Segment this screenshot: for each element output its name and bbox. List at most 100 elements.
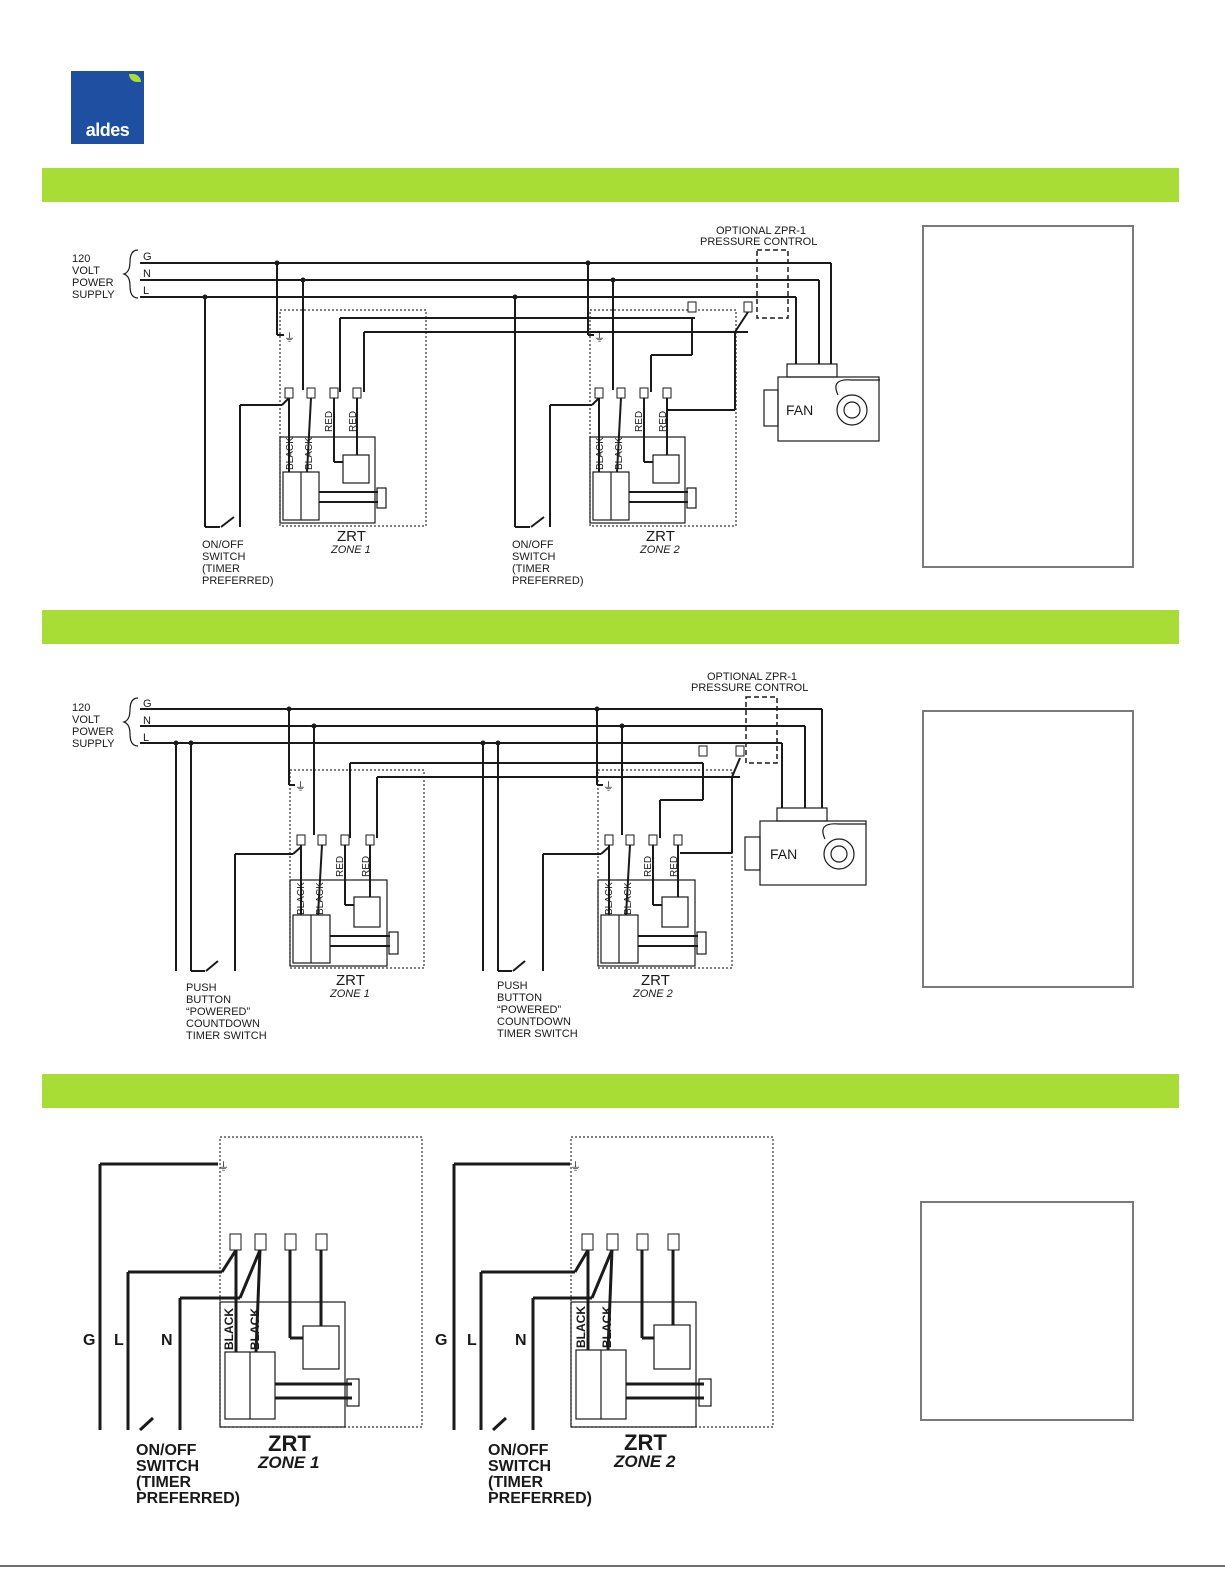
- supply-label-line: 120: [72, 253, 90, 265]
- line-label-n: N: [143, 715, 151, 727]
- wire-label: BLACK: [248, 1308, 262, 1350]
- switch-label: PREFERRED): [202, 575, 274, 587]
- section-band-1: [42, 168, 1179, 202]
- switch-label: TIMER SWITCH: [497, 1028, 578, 1040]
- switch-label: (TIMER: [136, 1474, 192, 1491]
- fan-label: FAN: [770, 846, 797, 862]
- supply-brace: [122, 697, 139, 747]
- junction-box-outline: [279, 309, 427, 527]
- wiring-diagram-1: 120 VOLT POWER SUPPLY G N L OPTIONAL ZPR…: [72, 225, 880, 587]
- line-label-l: L: [114, 1332, 124, 1349]
- ground-icon: ⏚: [218, 1160, 229, 1173]
- line-label-n: N: [161, 1332, 173, 1349]
- control-housing: [570, 1301, 697, 1428]
- control-housing: [219, 1301, 346, 1428]
- ground-icon: ⏚: [284, 331, 295, 344]
- wiring-diagram-3: ⏚ BLACK BLACK G L N ZRT ZONE 1 ON/OF: [83, 1136, 774, 1507]
- ground-icon: ⏚: [570, 1160, 581, 1173]
- leaf-icon: [129, 74, 141, 82]
- switch-label: PREFERRED): [136, 1490, 240, 1507]
- switch-label: COUNTDOWN: [497, 1016, 571, 1028]
- zone-1-unit: ⏚ BLACK BLACK RED RED: [175, 709, 740, 1042]
- ground-icon: ⏚: [295, 780, 306, 793]
- switch-lever: [220, 516, 235, 528]
- switch-lever: [138, 1416, 155, 1432]
- line-label-l: L: [143, 285, 149, 297]
- line-label-g: G: [143, 251, 152, 263]
- zone-2-unit: ⏚ BLACK BLA: [482, 709, 745, 1040]
- zone-label: ZONE 2: [613, 1452, 676, 1471]
- control-housing: [289, 879, 388, 967]
- optional-control-label: PRESSURE CONTROL: [700, 236, 817, 248]
- wire-label: RED: [361, 856, 372, 877]
- zone-2-unit: ⏚ BLACK BLACK: [512, 263, 753, 587]
- ground-icon: ⏚: [594, 331, 605, 344]
- wire-label: BLACK: [296, 882, 307, 915]
- line-label-l: L: [467, 1332, 477, 1349]
- switch-label: PREFERRED): [488, 1490, 592, 1507]
- ground-icon: ⏚: [603, 780, 614, 793]
- aldes-logo: aldes: [71, 71, 144, 144]
- zpr-control-box: [756, 249, 789, 319]
- control-housing: [589, 436, 686, 524]
- line-label-g: G: [143, 698, 152, 710]
- optional-control-label: OPTIONAL ZPR-1: [716, 225, 806, 237]
- zone-label: ZONE 2: [639, 544, 680, 556]
- switch-label: (TIMER: [488, 1474, 544, 1491]
- supply-label-line: 120: [72, 702, 90, 714]
- supply-label-line: SUPPLY: [72, 289, 115, 301]
- switch-label: SWITCH: [136, 1458, 199, 1475]
- zone-title: ZRT: [336, 972, 365, 989]
- wire-label: BLACK: [315, 882, 326, 915]
- optional-control-label: OPTIONAL ZPR-1: [707, 671, 797, 683]
- wire-label: RED: [669, 856, 680, 877]
- zone-2-unit: ⏚ BLACK BLACK G L N ZRT ZONE 2 ON/OF: [435, 1136, 774, 1507]
- zpr-control-box: [745, 696, 778, 764]
- switch-label: (TIMER: [202, 563, 240, 575]
- switch-lever: [491, 1416, 508, 1432]
- switch-label: PUSH: [186, 982, 217, 994]
- line-label-g: G: [435, 1332, 447, 1349]
- wire-label: BLACK: [600, 1306, 614, 1348]
- switch-lever: [530, 516, 545, 528]
- switch-label: COUNTDOWN: [186, 1018, 260, 1030]
- switch-label: PREFERRED): [512, 575, 584, 587]
- switch-lever: [205, 960, 219, 972]
- fan-wheel-icon: [823, 838, 855, 870]
- control-housing: [597, 879, 696, 967]
- line-label-l: L: [143, 732, 149, 744]
- switch-label: ON/OFF: [488, 1442, 549, 1459]
- zone-label: ZONE 2: [632, 988, 673, 1000]
- switch-label: ON/OFF: [512, 539, 554, 551]
- control-housing: [279, 436, 376, 524]
- wire-label: RED: [324, 411, 335, 432]
- supply-label-line: POWER: [72, 726, 114, 738]
- switch-label: SWITCH: [512, 551, 555, 563]
- wiring-diagram-2: 120 VOLT POWER SUPPLY G N L OPTIONAL ZPR…: [72, 671, 867, 1042]
- fan: FAN: [744, 807, 867, 886]
- zone-title: ZRT: [624, 1430, 667, 1455]
- zone-title: ZRT: [337, 528, 366, 545]
- section-band-2: [42, 610, 1179, 644]
- supply-brace: [122, 249, 139, 299]
- wire-label: BLACK: [623, 882, 634, 915]
- fan-wheel-icon: [836, 394, 868, 426]
- switch-label: “POWERED”: [497, 1004, 562, 1016]
- switch-label: “POWERED”: [186, 1006, 251, 1018]
- wire-label: BLACK: [614, 437, 625, 470]
- supply-label-line: SUPPLY: [72, 738, 115, 750]
- junction-box-outline: [597, 769, 733, 969]
- zone-title: ZRT: [646, 528, 675, 545]
- section-band-3: [42, 1074, 1179, 1108]
- wire-label: BLACK: [222, 1308, 236, 1350]
- junction-box-outline: [289, 769, 425, 969]
- switch-lever: [512, 960, 526, 972]
- zone-title: ZRT: [268, 1431, 311, 1456]
- notes-box-2: [922, 710, 1134, 988]
- switch-label: ON/OFF: [136, 1442, 197, 1459]
- zone-label: ZONE 1: [257, 1453, 319, 1472]
- zone-title: ZRT: [641, 972, 670, 989]
- junction-box-outline: [589, 309, 737, 527]
- wire-label: BLACK: [604, 882, 615, 915]
